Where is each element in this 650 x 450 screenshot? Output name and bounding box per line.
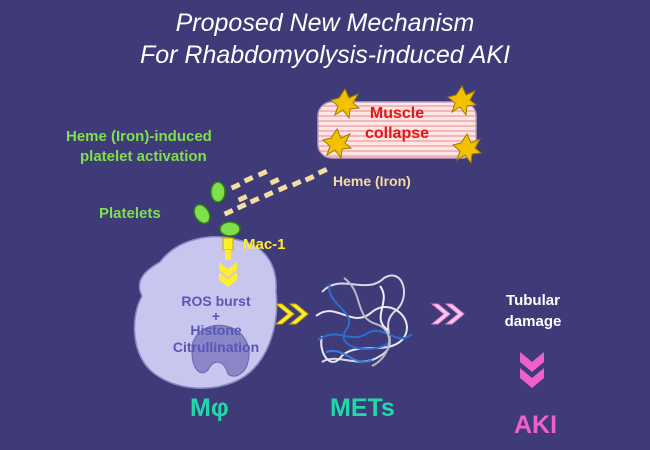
muscle-collapse-label-2: collapse [364, 125, 430, 142]
platelet-activation-label-1: Heme (Iron)-induced [66, 128, 212, 145]
mets-label: METs [330, 394, 395, 422]
muscle-collapse-label-1: Muscle [369, 105, 425, 122]
starburst-icon [329, 87, 361, 120]
tubular-label: Tubular [506, 292, 560, 309]
starburst-icon [321, 127, 353, 160]
heme-iron-label: Heme (Iron) [333, 173, 411, 189]
ros-burst-label: ROS burst [181, 293, 251, 309]
aki-label: AKI [514, 411, 558, 439]
starburst-icon [446, 84, 478, 117]
chevron-down-icon [219, 262, 237, 287]
chevron-down-icon [520, 352, 544, 388]
mets-tangle [315, 274, 413, 367]
title-line-1: Proposed New Mechanism [175, 9, 475, 37]
chevron-right-icon [274, 303, 309, 325]
heme-iron-trail [223, 167, 328, 217]
chevron-right-icon [430, 303, 465, 325]
mac1-receptor [222, 237, 234, 251]
plus-label: + [211, 308, 221, 324]
platelets-label: Platelets [99, 205, 161, 222]
platelet [210, 181, 226, 203]
title-line-2: For Rhabdomyolysis-induced AKI [139, 41, 511, 69]
histone-label: Histone [190, 322, 242, 338]
mac1-label: Mac-1 [243, 236, 286, 253]
damage-label: damage [504, 313, 562, 330]
platelet [193, 203, 211, 225]
starburst-icon [451, 132, 483, 165]
platelet-activation-label-2: platelet activation [80, 148, 207, 165]
macrophage-nucleus [191, 324, 250, 377]
macrophage-label: Mφ [190, 394, 229, 422]
muscle-collapse-box [317, 101, 477, 159]
mac1-receptor-stem [225, 250, 231, 260]
citrullination-label: Citrullination [172, 339, 260, 355]
platelet [219, 221, 241, 237]
